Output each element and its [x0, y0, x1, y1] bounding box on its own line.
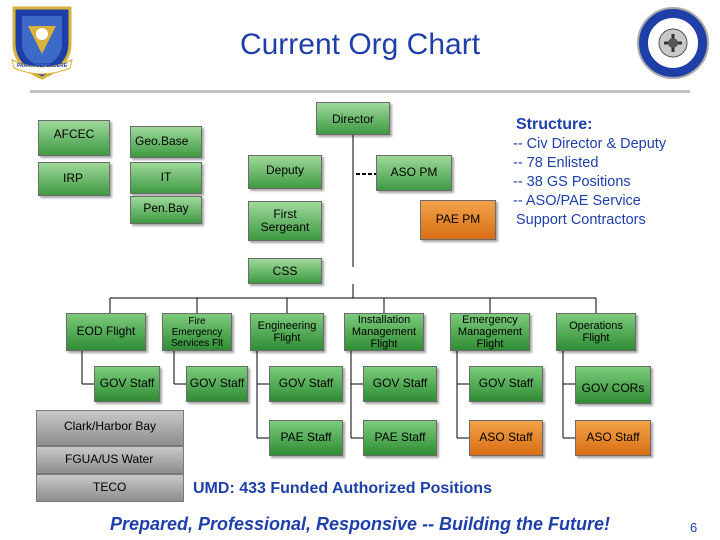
aso-staff-box: ASO Staff	[575, 420, 651, 456]
teco-box: TECO	[36, 474, 184, 502]
geobase-box: Geo.Base	[130, 126, 202, 158]
fire-flight-box: Fire Emergency Services Flt	[162, 313, 232, 351]
engineering-flight-box: Engineering Flight	[250, 313, 324, 351]
css-box: CSS	[248, 258, 322, 284]
gov-staff-box: GOV Staff	[469, 366, 543, 402]
structure-heading: Structure:	[516, 116, 593, 133]
pae-pm-box: PAE PM	[420, 200, 496, 240]
structure-line: -- 38 GS Positions	[513, 174, 631, 190]
deputy-box: Deputy	[248, 155, 322, 189]
pae-staff-box: PAE Staff	[269, 420, 343, 456]
seal-emblem-icon	[636, 6, 710, 80]
first-sergeant-box: First Sergeant	[248, 201, 322, 241]
title-divider	[30, 90, 690, 93]
irp-box: IRP	[38, 162, 110, 196]
aso-pm-box: ASO PM	[376, 155, 452, 191]
director-box: Director	[316, 102, 390, 135]
tagline: Prepared, Professional, Responsive -- Bu…	[109, 514, 611, 534]
umd-summary: UMD: 433 Funded Authorized Positions	[193, 480, 492, 497]
aso-staff-box: ASO Staff	[469, 420, 543, 456]
gov-staff-box: GOV Staff	[186, 366, 248, 402]
fgua-box: FGUA/US Water	[36, 446, 184, 474]
gov-staff-box: GOV Staff	[363, 366, 437, 402]
afcec-box: AFCEC	[38, 120, 110, 156]
gov-staff-box: GOV Staff	[94, 366, 160, 402]
logo-motto: PARATI DEFENDERE	[16, 63, 68, 69]
installation-flight-box: Installation Management Flight	[344, 313, 424, 351]
structure-line: -- 78 Enlisted	[513, 155, 599, 171]
shield-emblem-icon: PARATI DEFENDERE	[8, 4, 76, 80]
operations-flight-box: Operations Flight	[556, 313, 636, 351]
structure-line: Support Contractors	[516, 212, 646, 228]
emergency-flight-box: Emergency Management Flight	[450, 313, 530, 351]
penbay-box: Pen.Bay	[130, 196, 202, 224]
page-number: 6	[690, 520, 698, 535]
page-title: Current Org Chart	[239, 28, 481, 61]
eod-flight-box: EOD Flight	[66, 313, 146, 351]
structure-line: -- ASO/PAE Service	[513, 193, 641, 209]
gov-cors-box: GOV CORs	[575, 366, 651, 404]
gov-staff-box: GOV Staff	[269, 366, 343, 402]
structure-line: -- Civ Director & Deputy	[513, 136, 667, 152]
pae-staff-box: PAE Staff	[363, 420, 437, 456]
it-box: IT	[130, 162, 202, 194]
clark-harbor-box: Clark/Harbor Bay	[36, 410, 184, 446]
